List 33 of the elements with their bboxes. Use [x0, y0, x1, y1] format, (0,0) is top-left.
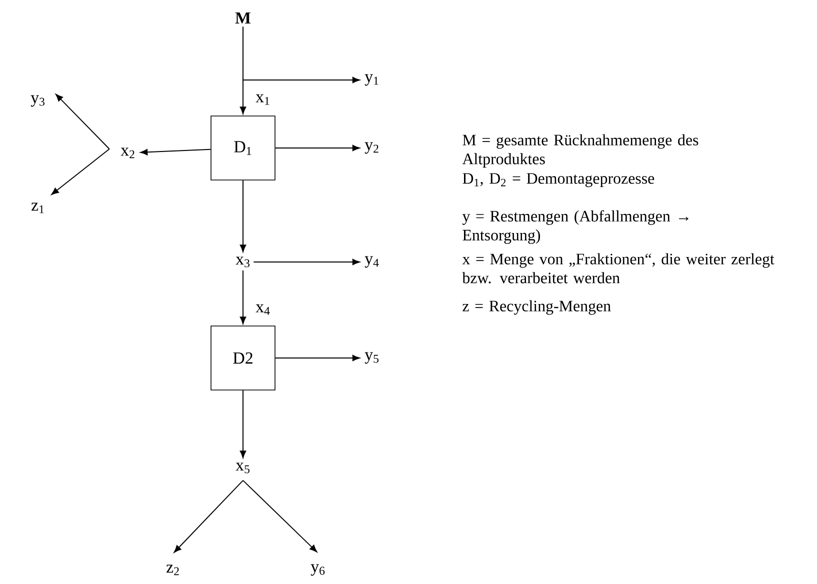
flow-label: y$_{5}$: [364, 352, 378, 364]
legend-text: y = Restmengen (Abfallmengen → Entsorgung): [462, 210, 688, 244]
flow-label: y$_{2}$: [364, 142, 378, 154]
legend-text: x = Menge von „Fraktionen“, die weiter zerlegt bzw. verarbeitet werden: [462, 253, 774, 284]
arrow: [240, 390, 246, 458]
arrow: [240, 180, 246, 252]
arrow: [274, 354, 360, 362]
process-box: D$_{1}$: [210, 116, 276, 180]
arrow: [51, 148, 110, 195]
flow-label: y$_{6}$: [310, 564, 325, 576]
flow-label: y$_{4}$: [364, 256, 379, 268]
flow-label: y$_{3}$: [30, 95, 44, 107]
flow-label: z$_{2}$: [166, 564, 179, 576]
arrow: [56, 94, 110, 150]
flow-label: x$_{5}$: [236, 462, 250, 474]
flow-label: z$_{1}$: [32, 202, 44, 214]
flow-label: M: [235, 12, 251, 24]
process-box: D2: [210, 326, 276, 390]
arrow: [253, 258, 360, 266]
arrow: [174, 480, 244, 553]
arrow: [274, 144, 360, 152]
legend-text: z = Recycling-Mengen: [462, 300, 611, 315]
edge-label: x$_{4}$: [256, 304, 270, 315]
flow-label: x$_{3}$: [236, 256, 250, 268]
arrow: [240, 270, 246, 324]
arrow: [140, 148, 212, 156]
legend-text: M = gesamte Rücknahmemenge des Altproduktes: [462, 134, 698, 168]
legend-text: D$_{1}$, D$_{2}$ = Demontageprozesse: [462, 173, 654, 188]
arrow: [242, 26, 360, 84]
arrow: [242, 480, 318, 552]
edge-label: x$_{1}$: [256, 94, 270, 105]
flow-label: x$_{2}$: [120, 148, 134, 158]
flow-label: y$_{1}$: [364, 74, 378, 86]
